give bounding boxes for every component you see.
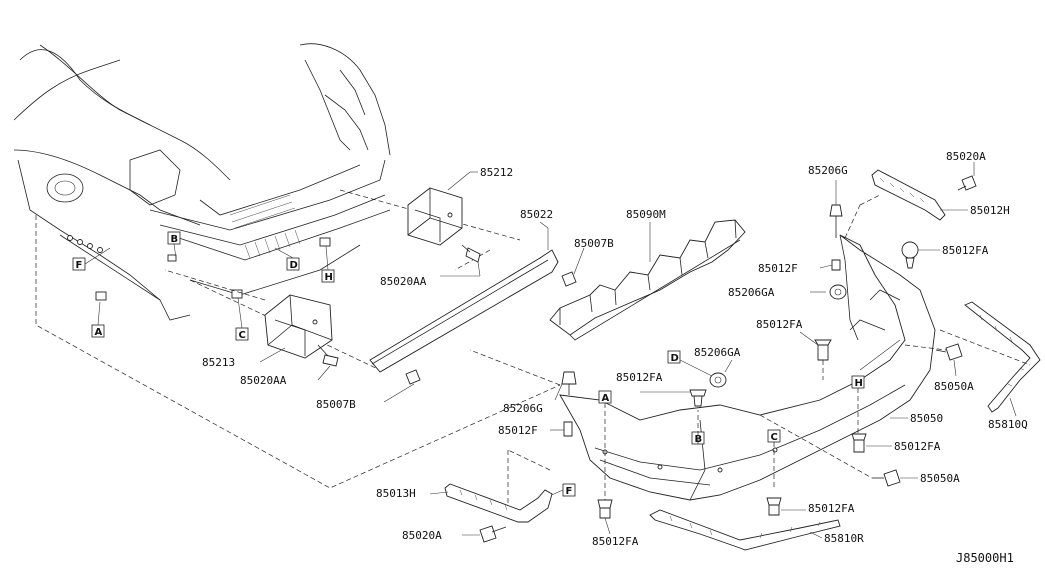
label-85012fa-center: 85012FA [616, 371, 663, 384]
label-85012fa-topright: 85012FA [942, 244, 989, 257]
ref-d-bumper: D [671, 353, 679, 364]
label-85022: 85022 [520, 208, 553, 221]
label-85013h: 85013H [376, 487, 416, 500]
ref-c-body: C [239, 330, 246, 341]
label-85012f-top: 85012F [758, 262, 798, 275]
diagram-code: J85000H1 [956, 551, 1014, 565]
ref-h-body: H [325, 272, 333, 283]
label-85090m: 85090M [626, 208, 666, 221]
label-85206ga-lower: 85206GA [694, 346, 741, 359]
ref-f-body: F [76, 260, 83, 271]
label-85012fa-bottomleft: 85012FA [592, 535, 639, 548]
label-85012fa-right: 85012FA [894, 440, 941, 453]
label-85007b-top: 85007B [574, 237, 614, 250]
bumper-fascia-85050: 85050 [559, 234, 943, 501]
trim-85810r: 85810R [649, 509, 864, 551]
label-85020a-top: 85020A [946, 150, 986, 163]
bracket-85012h: 85012H 85020A [844, 150, 1010, 239]
label-85020aa-top: 85020AA [380, 275, 427, 288]
label-85810r: 85810R [824, 532, 864, 545]
reinforcement-85022: 85022 85007B 85007B [316, 208, 614, 411]
label-85212: 85212 [480, 166, 513, 179]
body-reference-markers: A B C D F H [72, 231, 335, 341]
label-85206g-top: 85206G [808, 164, 848, 177]
ref-a-body: A [95, 327, 103, 338]
trim-85810q: 85810Q [939, 301, 1041, 431]
label-85213: 85213 [202, 356, 235, 369]
label-85020aa-bottom: 85020AA [240, 374, 287, 387]
energy-absorber-85090m: 85090M [549, 208, 746, 341]
fasteners-upper-right: 85206G 85012F 85206GA 85012FA 85012FA [728, 164, 989, 380]
label-85810q: 85810Q [988, 418, 1028, 431]
label-85012h: 85012H [970, 204, 1010, 217]
label-85012f-bottom: 85012F [498, 424, 538, 437]
fasteners-bottom: 85012FA 85012FA 85012FA [592, 433, 941, 548]
bolts-85050a: 85050A 85050A [759, 343, 974, 487]
label-85050a-upper: 85050A [934, 380, 974, 393]
label-85050a-lower: 85050A [920, 472, 960, 485]
label-85206g-bottom: 85206G [503, 402, 543, 415]
bumper-reference-markers: A B C D F H [539, 350, 865, 501]
ref-f-bumper: F [566, 486, 573, 497]
label-85050: 85050 [910, 412, 943, 425]
bracket-85013h: 85013H 85020A [376, 483, 553, 543]
label-85020a-bottom: 85020A [402, 529, 442, 542]
bracket-85212: 85212 85020AA [380, 166, 513, 288]
ref-b-body: B [171, 234, 179, 245]
label-85007b-bottom: 85007B [316, 398, 356, 411]
label-85206ga-upper: 85206GA [728, 286, 775, 299]
ref-h-bumper: H [855, 378, 863, 389]
label-85012fa-bottomright: 85012FA [808, 502, 855, 515]
ref-d-body: D [290, 260, 298, 271]
label-85012fa-mid: 85012FA [756, 318, 803, 331]
fasteners-lower-left: 85206G 85012F [498, 371, 577, 520]
ref-c-bumper: C [771, 432, 778, 443]
ref-a-bumper: A [602, 393, 610, 404]
rear-body-structure [13, 43, 391, 321]
bracket-85213: 85213 85020AA [202, 294, 339, 387]
fasteners-center: 85206GA 85012FA [616, 346, 741, 407]
